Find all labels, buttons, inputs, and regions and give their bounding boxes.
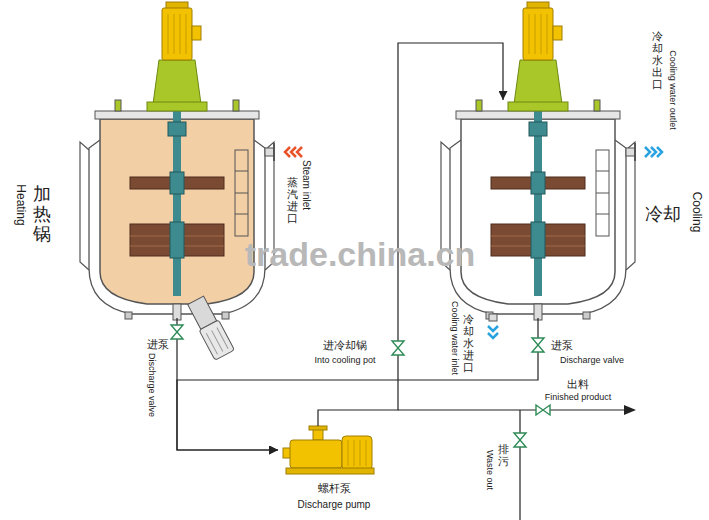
cooling-outlet-arrows [657, 147, 662, 157]
pump-name-en: Discharge pump [298, 499, 371, 510]
valve-label: Discharge valve [559, 356, 625, 366]
screw-pump [286, 468, 374, 474]
tank-title: 冷却 [645, 205, 681, 225]
screw-pump [342, 436, 372, 470]
product-arrow [624, 405, 636, 415]
valve [536, 405, 550, 415]
bottom-homogenizer [186, 295, 235, 360]
steam-inlet-nozzle [265, 148, 274, 156]
cooling-inlet-arrows [488, 326, 498, 338]
cooling-inlet-nozzle [489, 314, 497, 321]
valve-label: 进泵 [146, 338, 170, 350]
pump-node: 螺杆泵 Discharge pump [278, 426, 390, 514]
port-label: 蒸汽进口 [286, 176, 299, 224]
screw-pump [290, 440, 342, 468]
product-pipe [519, 410, 520, 520]
cooling-inlet-arrows [488, 326, 498, 331]
port-label: 冷却水进口 [462, 313, 475, 373]
pipe-connector [177, 318, 538, 450]
heating-tank-node: 加热锅Heating [89, 100, 265, 318]
screw-pump [309, 426, 327, 430]
cooling-outlet-nozzle [626, 143, 635, 161]
screw-pump [348, 440, 366, 466]
port-label: Steam inlet [301, 159, 312, 211]
outlet-label: Finished product [544, 393, 613, 403]
pipe-connector [177, 318, 278, 450]
cooling-inlet-arrows [488, 333, 498, 338]
port-label: 冷却水出口 [651, 30, 664, 90]
steam-inlet-nozzle [273, 143, 275, 161]
cooling-tank-node: 冷却Cooling [450, 100, 626, 318]
valve [514, 433, 526, 447]
product-pipe [398, 410, 626, 520]
cooling-outlet-arrows [645, 147, 650, 157]
outlet-label: 出料 [566, 378, 590, 390]
cooling-outlet-arrows [651, 147, 656, 157]
steam-inlet-nozzle [265, 143, 274, 161]
cooling-outlet-nozzle [634, 143, 636, 161]
valve-label: 进泵 [550, 339, 574, 351]
valve [392, 341, 404, 355]
outlet-label: 排污 [497, 443, 510, 467]
watermark: trade.china.cn [245, 236, 476, 273]
valve-label: Into cooling pot [313, 356, 376, 366]
valve [171, 325, 550, 447]
tank-title-en: Cooling [689, 192, 702, 233]
outlet-label: Waste out [484, 449, 494, 491]
steam-arrows [285, 147, 302, 157]
bottom-homogenizer [199, 320, 234, 360]
cooling-outlet-arrows [645, 147, 662, 157]
pump-name: 螺杆泵 [318, 482, 351, 494]
port-label: Cooling water inlet [449, 300, 459, 376]
tank-title: 加热锅 [33, 185, 51, 244]
cooling-outlet-nozzle [626, 148, 635, 156]
product-pipe [398, 409, 626, 410]
cooling-inlet-nozzle [489, 314, 497, 321]
pipe-connector [318, 43, 503, 426]
tank-title-en: Heating [13, 184, 26, 225]
valve [532, 338, 544, 352]
valve-label: Discharge valve [146, 352, 156, 418]
valve-label: 进冷却锅 [322, 339, 368, 351]
bottom-homogenizer [206, 328, 228, 355]
screw-pump [283, 426, 374, 474]
port-label: Cooling water outlet [667, 49, 677, 131]
valve [171, 325, 183, 339]
steam-arrows [297, 147, 302, 157]
